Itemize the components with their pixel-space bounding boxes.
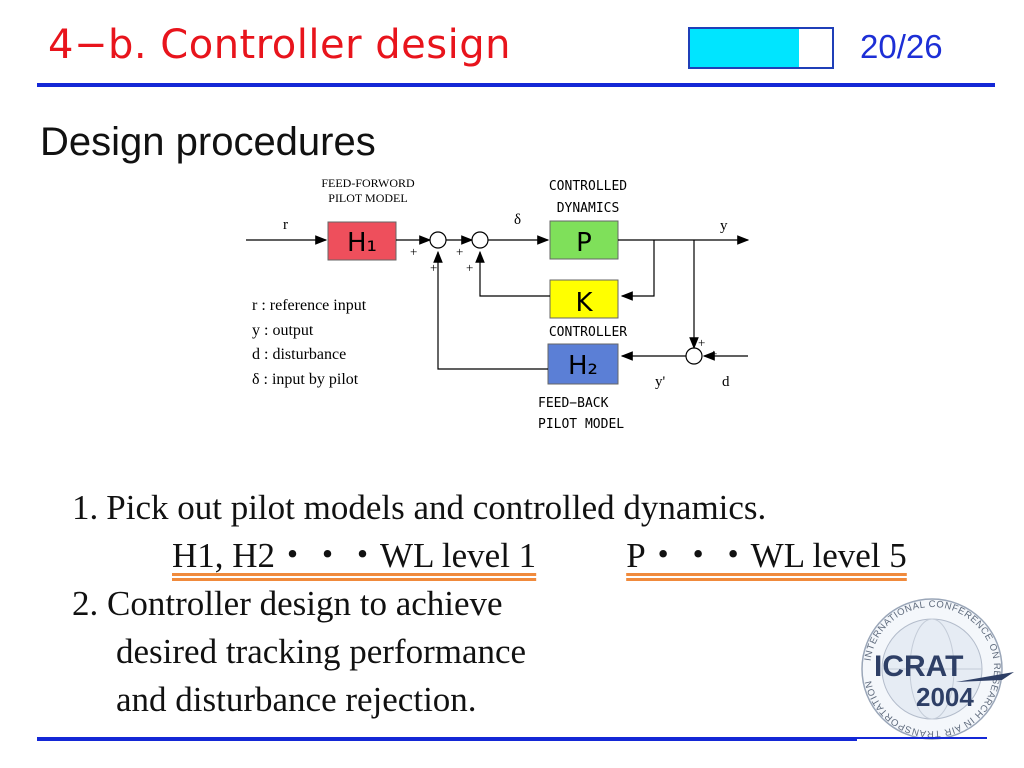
- step-1-text: Pick out pilot models and controlled dyn…: [106, 488, 767, 527]
- fb-model-label-1: FEED−BACK: [538, 396, 609, 411]
- legend-r: r : reference input: [252, 297, 367, 314]
- sum-junction-2: [471, 231, 489, 249]
- ff-model-label-1: FEED-FORWORD: [321, 176, 415, 190]
- h2-block-label: H₂: [568, 351, 598, 381]
- footer-rule-right: [857, 737, 987, 739]
- steps-list: 1.Pick out pilot models and controlled d…: [72, 484, 907, 724]
- sum-junction-3: [685, 347, 703, 365]
- step-1-sub-b: P・・・WL level 5: [626, 536, 907, 575]
- step-2-line-1: 2. Controller design to achieve: [72, 584, 503, 623]
- controller-label: CONTROLLER: [549, 325, 627, 340]
- h1-block-label: H₁: [347, 228, 377, 258]
- plus-sign-2: +: [430, 260, 437, 275]
- k-feedback-in: [620, 240, 655, 301]
- page-number: 20/26: [860, 28, 943, 65]
- header-rule: [37, 83, 995, 87]
- plus-sign-1: +: [410, 244, 417, 259]
- logo-name: ICRAT: [874, 650, 963, 683]
- controlled-label-2: DYNAMICS: [557, 201, 620, 216]
- step-1-number: 1.: [72, 488, 99, 527]
- sum-junction-1: [429, 231, 447, 249]
- legend-y: y : output: [252, 322, 314, 339]
- step-2-line-3: and disturbance rejection.: [116, 680, 477, 719]
- step-1-detail: H1, H2・・・WL level 1 P・・・WL level 5: [72, 532, 907, 580]
- progress-fill: [690, 29, 800, 67]
- step-1: 1.Pick out pilot models and controlled d…: [72, 484, 907, 532]
- h1-block: [327, 221, 397, 261]
- d-label: d: [722, 374, 730, 390]
- plane-wing-icon: [956, 672, 1014, 682]
- progress-bar: [688, 27, 834, 69]
- step-1-sub-a: H1, H2・・・WL level 1: [172, 536, 537, 575]
- plus-sign-6: +: [710, 346, 717, 361]
- icrat-logo: INTERNATIONAL CONFERENCE ON RESEARCH IN …: [861, 598, 1014, 740]
- plus-sign-5: +: [698, 335, 705, 350]
- section-subtitle: Design procedures: [40, 120, 376, 164]
- y-prime-label: y': [655, 374, 666, 390]
- controlled-label-1: CONTROLLED: [549, 179, 627, 194]
- plus-sign-4: +: [466, 260, 473, 275]
- p-block-label: P: [576, 228, 592, 258]
- k-block-label: K: [575, 288, 593, 318]
- step-2-line-2: desired tracking performance: [116, 632, 527, 671]
- delta-label: δ: [514, 212, 521, 228]
- k-block: [549, 279, 619, 319]
- k-feedback-out: [475, 250, 550, 297]
- plus-sign-3: +: [456, 244, 463, 259]
- h2-feedback-out: [433, 250, 548, 370]
- logo-year: 2004: [916, 682, 974, 712]
- block-diagram: FEED-FORWORD PILOT MODEL CONTROLLED DYNA…: [246, 176, 750, 432]
- footer-rule-left: [37, 737, 857, 741]
- ff-model-label-2: PILOT MODEL: [328, 191, 407, 205]
- h2-block: [547, 343, 619, 385]
- p-block: [549, 220, 619, 260]
- legend-delta: δ : input by pilot: [252, 371, 359, 388]
- legend-d: d : disturbance: [252, 346, 346, 363]
- y-label: y: [720, 218, 728, 234]
- fb-model-label-2: PILOT MODEL: [538, 417, 624, 432]
- r-label: r: [283, 217, 288, 233]
- slide-title: 4−b. Controller design: [48, 22, 511, 68]
